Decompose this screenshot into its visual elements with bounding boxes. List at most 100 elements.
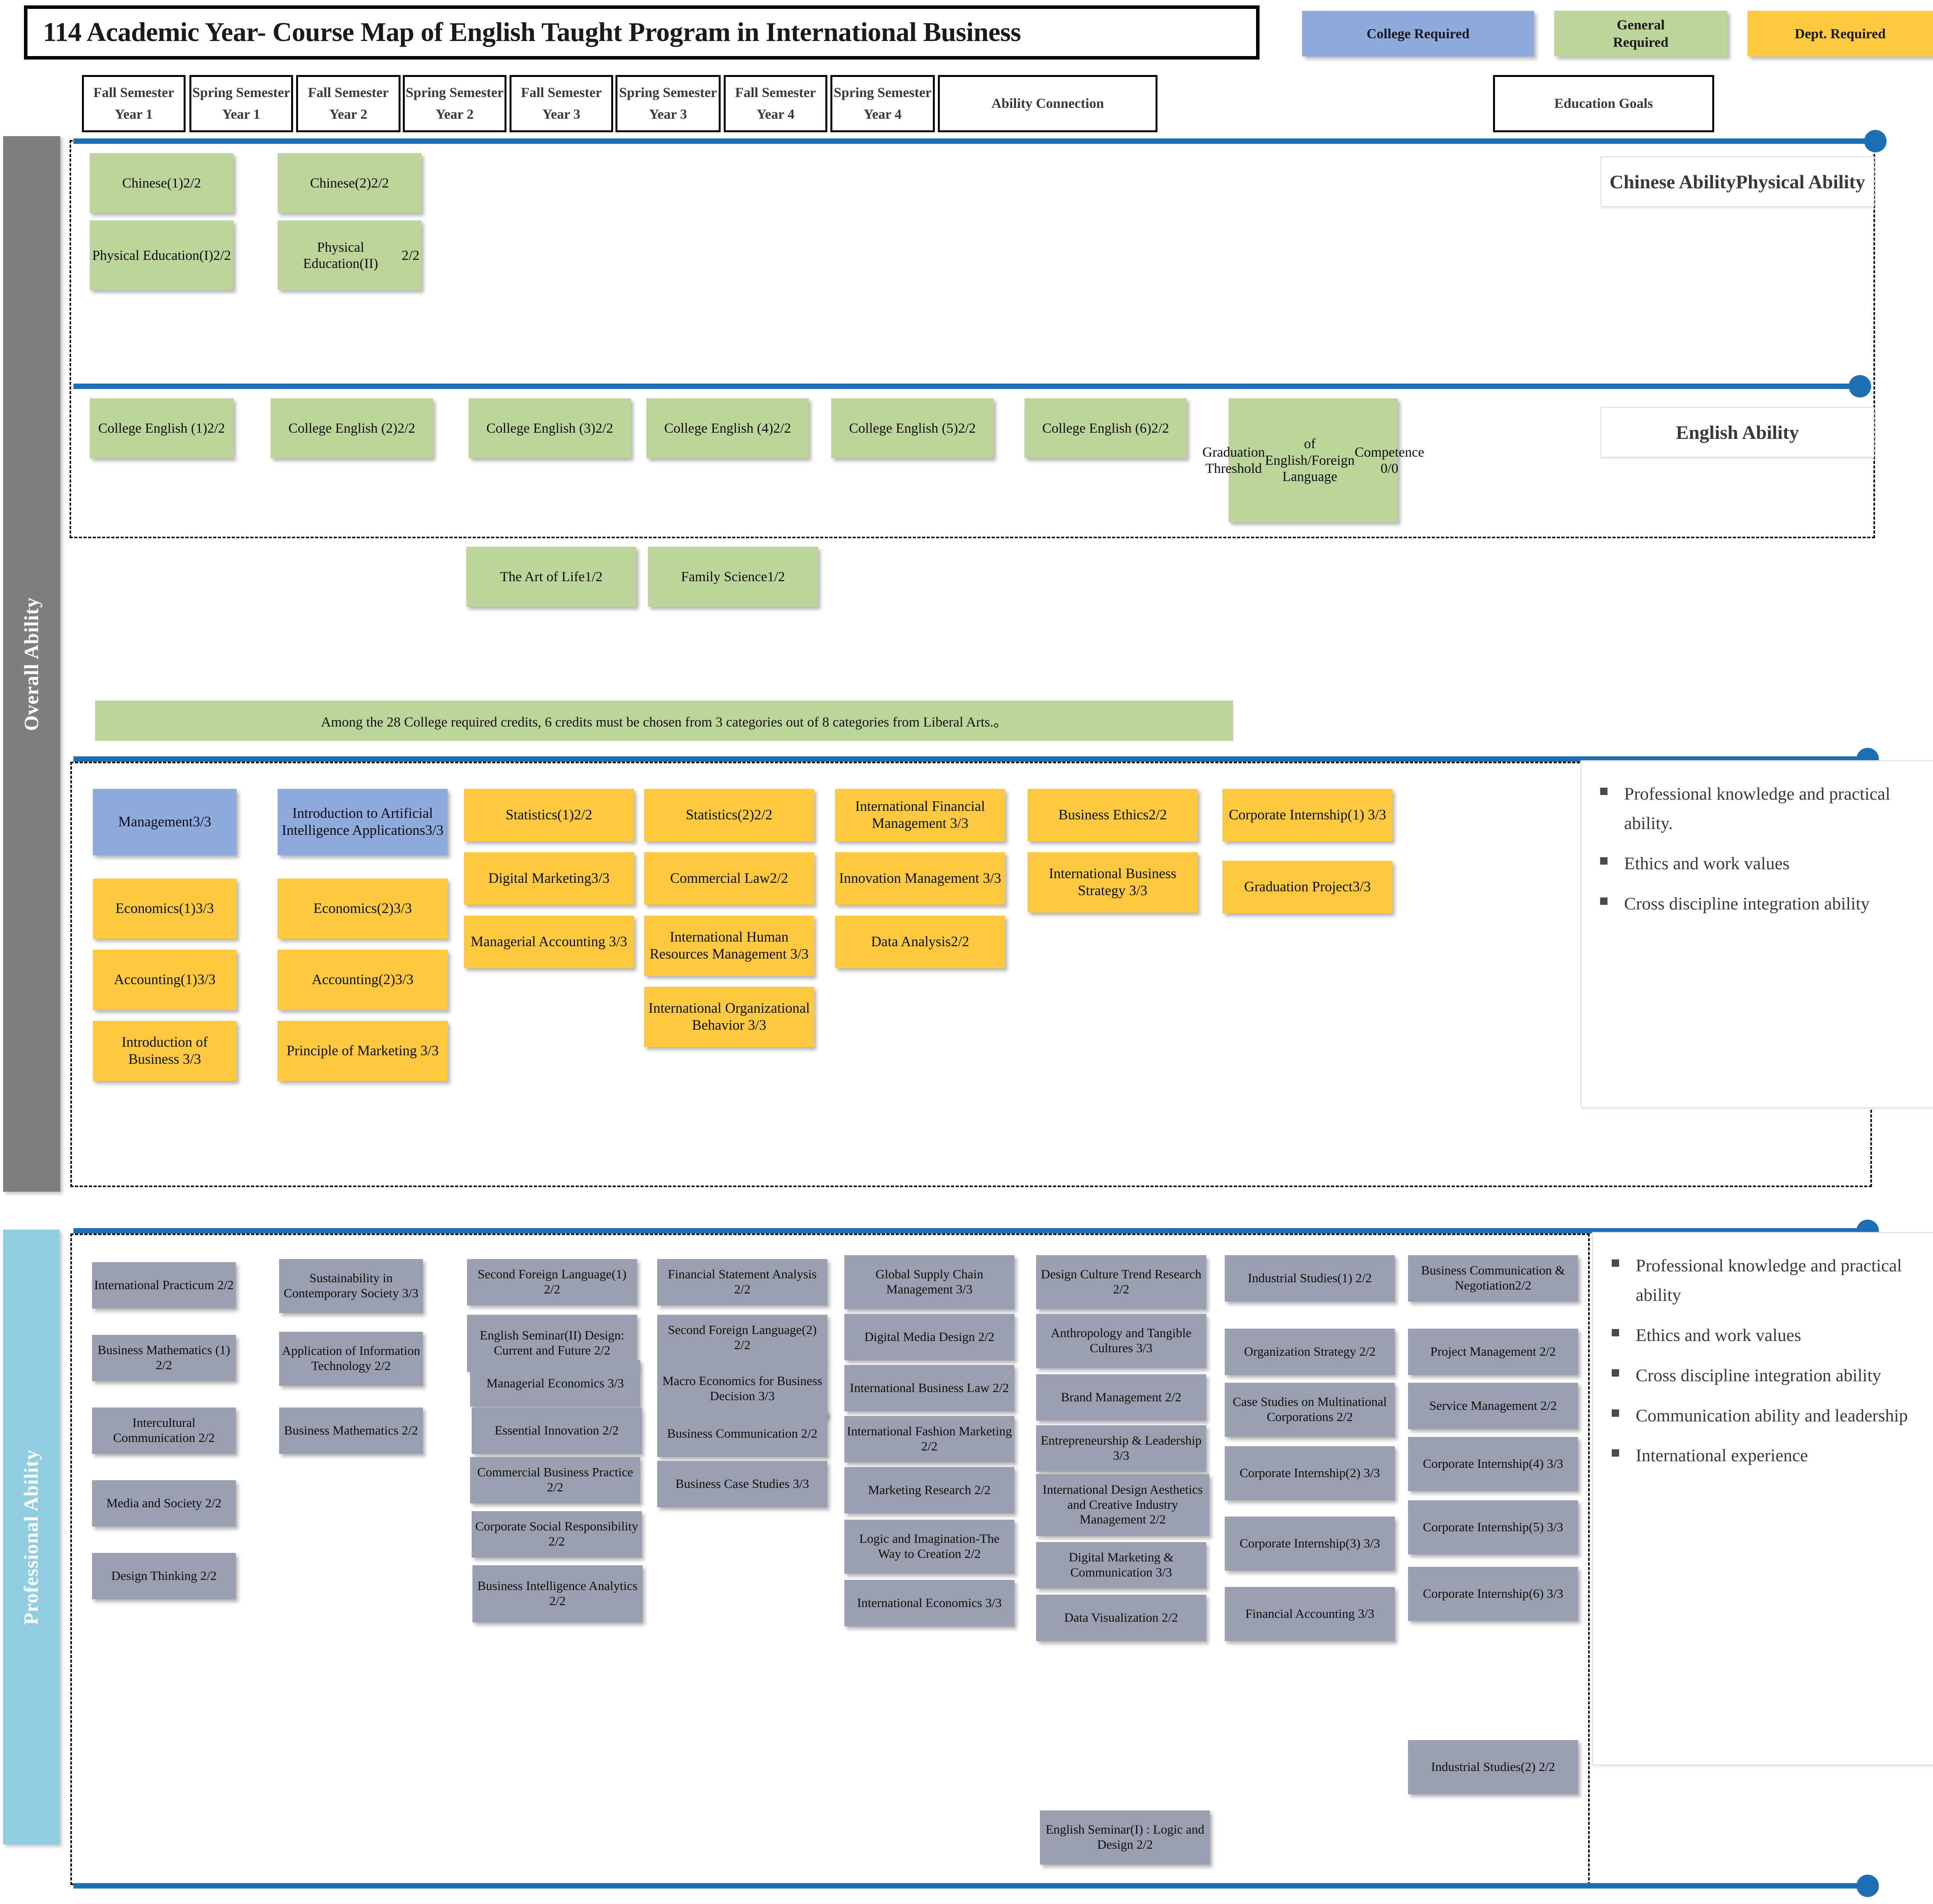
course-box[interactable]: Business Intelligence Analytics 2/2 bbox=[472, 1565, 643, 1622]
course-box[interactable]: College English (5)2/2 bbox=[831, 398, 994, 458]
header-line2: Year 1 bbox=[222, 106, 261, 122]
course-box[interactable]: International Economics 3/3 bbox=[844, 1580, 1014, 1626]
course-box[interactable]: Project Management 2/2 bbox=[1408, 1329, 1578, 1375]
course-box[interactable]: Macro Economics for Business Decision 3/… bbox=[657, 1360, 827, 1418]
course-box[interactable]: Physical Education(II)2/2 bbox=[278, 220, 421, 290]
legend-college-required: College Required bbox=[1302, 11, 1534, 56]
course-box[interactable]: Digital Marketing & Communication 3/3 bbox=[1036, 1542, 1206, 1588]
header-line1: Fall Semester bbox=[308, 85, 389, 101]
course-box[interactable]: International Organizational Behavior 3/… bbox=[644, 987, 814, 1047]
course-box[interactable]: Commercial Business Practice 2/2 bbox=[470, 1457, 640, 1503]
course-box[interactable]: Global Supply Chain Management 3/3 bbox=[844, 1255, 1014, 1309]
course-box[interactable]: Corporate Internship(4) 3/3 bbox=[1408, 1437, 1578, 1491]
course-box[interactable]: International Fashion Marketing 2/2 bbox=[844, 1416, 1014, 1462]
course-box[interactable]: Second Foreign Language(2) 2/2 bbox=[657, 1315, 827, 1361]
course-box[interactable]: Industrial Studies(1) 2/2 bbox=[1225, 1255, 1395, 1302]
course-box[interactable]: Media and Society 2/2 bbox=[92, 1480, 236, 1527]
header-line1: Fall Semester bbox=[521, 85, 602, 101]
course-box[interactable]: College English (2)2/2 bbox=[271, 398, 433, 458]
course-box[interactable]: Corporate Internship(6) 3/3 bbox=[1408, 1567, 1578, 1621]
connector-dot-bottom bbox=[1856, 1875, 1879, 1897]
course-box[interactable]: Entrepreneurship & Leadership 3/3 bbox=[1036, 1425, 1206, 1472]
course-box[interactable]: International Design Aesthetics and Crea… bbox=[1036, 1474, 1209, 1536]
course-box[interactable]: College English (3)2/2 bbox=[469, 398, 631, 458]
course-box[interactable]: International Human Resources Management… bbox=[644, 916, 814, 976]
course-box[interactable]: Anthropology and Tangible Cultures 3/3 bbox=[1036, 1314, 1206, 1368]
connector-line-bottom bbox=[73, 1883, 1871, 1889]
course-box[interactable]: Financial Statement Analysis 2/2 bbox=[657, 1259, 827, 1305]
course-box[interactable]: Business Communication 2/2 bbox=[657, 1411, 827, 1457]
ability-bullet: Cross discipline integration ability bbox=[1610, 1361, 1933, 1390]
course-box[interactable]: English Seminar(I) : Logic and Design 2/… bbox=[1040, 1810, 1210, 1865]
course-box[interactable]: Service Management 2/2 bbox=[1408, 1383, 1578, 1429]
course-box[interactable]: Managerial Accounting 3/3 bbox=[464, 916, 634, 968]
course-box[interactable]: Marketing Research 2/2 bbox=[844, 1467, 1014, 1513]
course-box[interactable]: Financial Accounting 3/3 bbox=[1225, 1587, 1395, 1641]
course-box[interactable]: Design Culture Trend Research 2/2 bbox=[1036, 1255, 1206, 1309]
course-box[interactable]: Business Case Studies 3/3 bbox=[657, 1461, 827, 1507]
course-box[interactable]: International Business Law 2/2 bbox=[844, 1365, 1014, 1411]
course-box[interactable]: Business Mathematics 2/2 bbox=[279, 1408, 423, 1454]
course-box[interactable]: Statistics(2)2/2 bbox=[644, 789, 814, 841]
course-box[interactable]: Introduction to Artificial Intelligence … bbox=[278, 789, 448, 855]
course-box[interactable]: Corporate Internship(3) 3/3 bbox=[1225, 1517, 1395, 1571]
page-title-text: 114 Academic Year- Course Map of English… bbox=[43, 17, 1021, 47]
course-box[interactable]: Intercultural Communication 2/2 bbox=[92, 1408, 236, 1454]
header-line2: Year 1 bbox=[114, 106, 153, 122]
course-box[interactable]: College English (6)2/2 bbox=[1024, 398, 1187, 458]
course-box[interactable]: Managerial Economics 3/3 bbox=[470, 1360, 640, 1407]
course-box[interactable]: Corporate Social Responsibility 2/2 bbox=[472, 1511, 642, 1558]
course-box[interactable]: International Practicum 2/2 bbox=[92, 1262, 236, 1309]
course-box[interactable]: College English (4)2/2 bbox=[646, 398, 809, 458]
course-box[interactable]: Data Visualization 2/2 bbox=[1036, 1595, 1206, 1641]
connector-line-english bbox=[73, 384, 1863, 389]
course-box[interactable]: Economics(2)3/3 bbox=[278, 879, 448, 939]
ability-bullet: Communication ability and leadership bbox=[1610, 1401, 1933, 1430]
course-box[interactable]: Logic and Imagination-The Way to Creatio… bbox=[844, 1520, 1014, 1574]
course-box[interactable]: Accounting(2)3/3 bbox=[278, 950, 448, 1010]
course-box[interactable]: Economics(1)3/3 bbox=[93, 879, 237, 939]
course-box[interactable]: College English (1)2/2 bbox=[90, 398, 234, 458]
course-box[interactable]: Application of Information Technology 2/… bbox=[279, 1332, 423, 1386]
sidebar-label: Professional Ability bbox=[20, 1449, 43, 1625]
course-box[interactable]: Essential Innovation 2/2 bbox=[472, 1408, 642, 1454]
course-box[interactable]: Corporate Internship(5) 3/3 bbox=[1408, 1500, 1578, 1554]
course-box[interactable]: Business Communication & Negotiation2/2 bbox=[1408, 1255, 1578, 1302]
course-box[interactable]: Brand Management 2/2 bbox=[1036, 1374, 1206, 1421]
header-line1: Fall Semester bbox=[93, 85, 174, 101]
course-box[interactable]: Corporate Internship(1) 3/3 bbox=[1222, 789, 1393, 841]
course-box[interactable]: Case Studies on Multinational Corporatio… bbox=[1225, 1383, 1395, 1437]
course-box[interactable]: Introduction of Business 3/3 bbox=[93, 1021, 237, 1081]
page-title: 114 Academic Year- Course Map of English… bbox=[24, 5, 1260, 60]
course-box[interactable]: Chinese(1)2/2 bbox=[90, 153, 234, 213]
course-box[interactable]: Corporate Internship(2) 3/3 bbox=[1225, 1446, 1395, 1500]
course-box[interactable]: Organization Strategy 2/2 bbox=[1225, 1329, 1395, 1375]
course-box[interactable]: Principle of Marketing 3/3 bbox=[278, 1021, 448, 1081]
course-box[interactable]: Innovation Management 3/3 bbox=[835, 852, 1005, 905]
course-box[interactable]: Accounting(1)3/3 bbox=[93, 950, 237, 1010]
course-box[interactable]: Design Thinking 2/2 bbox=[92, 1553, 236, 1599]
course-box[interactable]: Physical Education(I)2/2 bbox=[90, 220, 234, 290]
course-box[interactable]: International Financial Management 3/3 bbox=[835, 789, 1005, 841]
header-line2: Year 3 bbox=[649, 106, 687, 122]
course-box[interactable]: Sustainability in Contemporary Society 3… bbox=[279, 1259, 423, 1313]
course-box[interactable]: Business Mathematics (1) 2/2 bbox=[92, 1335, 236, 1381]
course-box[interactable]: Industrial Studies(2) 2/2 bbox=[1408, 1740, 1578, 1794]
course-box[interactable]: Second Foreign Language(1) 2/2 bbox=[467, 1259, 637, 1305]
header-education-goals: Education Goals bbox=[1493, 75, 1714, 132]
course-box[interactable]: Digital Media Design 2/2 bbox=[844, 1314, 1014, 1360]
course-box[interactable]: Chinese(2)2/2 bbox=[278, 153, 421, 213]
header-line2: Year 4 bbox=[756, 106, 795, 122]
course-box[interactable]: Statistics(1)2/2 bbox=[464, 789, 634, 841]
course-box[interactable]: International Business Strategy 3/3 bbox=[1028, 852, 1198, 913]
